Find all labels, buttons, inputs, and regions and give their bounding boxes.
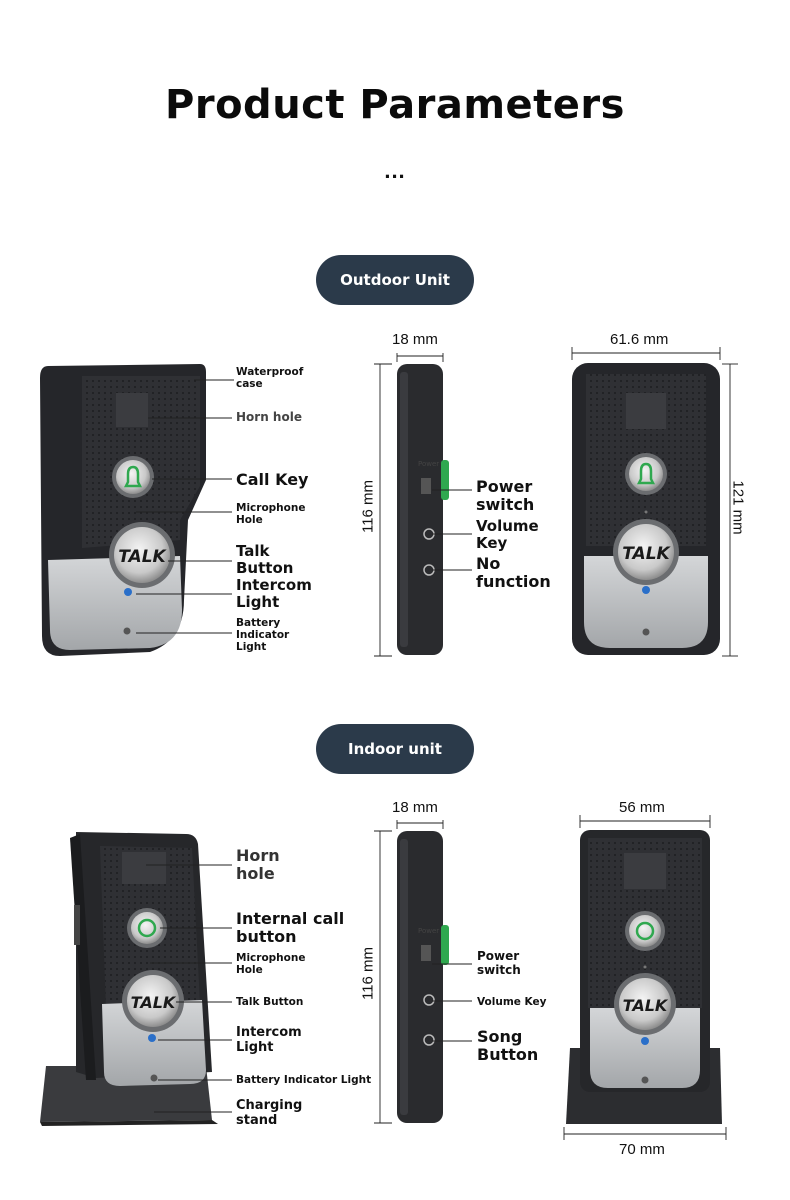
outdoor-device-front xyxy=(572,363,720,655)
label-charging-stand: Charging stand xyxy=(236,1098,303,1128)
indoor-side-width-dim: 18 mm xyxy=(392,799,438,816)
label-song-button: Song Button xyxy=(477,1027,539,1065)
indoor-height-dim: 116 mm xyxy=(359,946,377,1001)
outdoor-unit-pill: Outdoor Unit xyxy=(316,255,474,305)
outdoor-side-power-text: Power xyxy=(418,460,439,468)
page-title: Product Parameters xyxy=(165,82,625,128)
label-indoor-intercom-light: Intercom Light xyxy=(236,1025,302,1055)
outdoor-side-width-dim: 18 mm xyxy=(392,331,438,348)
indoor-front-talk-text: TALK xyxy=(623,996,669,1015)
label-talk-button: Talk Button xyxy=(236,542,294,578)
label-no-function: No function xyxy=(476,554,551,592)
label-indoor-volume-key: Volume Key xyxy=(477,996,547,1008)
indoor-side-power-text: Power xyxy=(418,927,439,935)
outdoor-height-dim: 116 mm xyxy=(359,479,377,534)
title-dots: ... xyxy=(384,158,406,183)
label-battery-indicator: Battery Indicator Light xyxy=(236,617,290,654)
label-horn-hole: Horn hole xyxy=(236,410,302,424)
label-internal-call-button: Internal call button xyxy=(236,909,345,947)
label-indoor-horn-hole: Horn hole xyxy=(236,846,280,884)
indoor-talk-text: TALK xyxy=(131,993,177,1012)
label-indoor-microphone-hole: Microphone Hole xyxy=(236,952,306,977)
label-indoor-power-switch: Power switch xyxy=(477,949,521,977)
indoor-device-front xyxy=(566,830,722,1124)
outdoor-front-talk-text: TALK xyxy=(622,544,671,564)
indoor-device-side xyxy=(397,831,449,1123)
label-microphone-hole: Microphone Hole xyxy=(236,502,306,527)
outdoor-device-angled xyxy=(40,364,206,656)
indoor-base-width-dim: 70 mm xyxy=(619,1141,665,1158)
label-waterproof-case: Waterproof case xyxy=(236,366,304,391)
outdoor-device-side xyxy=(397,364,449,655)
outdoor-front-width-dim: 61.6 mm xyxy=(610,331,669,348)
label-volume-key: Volume Key xyxy=(476,517,539,553)
label-intercom-light: Intercom Light xyxy=(236,576,312,612)
indoor-top-width-dim: 56 mm xyxy=(619,799,665,816)
label-power-switch: Power switch xyxy=(476,477,535,515)
indoor-device-angled xyxy=(40,832,218,1126)
label-indoor-talk-button: Talk Button xyxy=(236,996,304,1008)
outdoor-talk-text: TALK xyxy=(118,547,167,567)
indoor-unit-pill: Indoor unit xyxy=(316,724,474,774)
outdoor-front-height-dim: 121 mm xyxy=(729,480,747,535)
label-indoor-battery-indicator: Battery Indicator Light xyxy=(236,1074,372,1086)
label-call-key: Call Key xyxy=(236,470,309,489)
